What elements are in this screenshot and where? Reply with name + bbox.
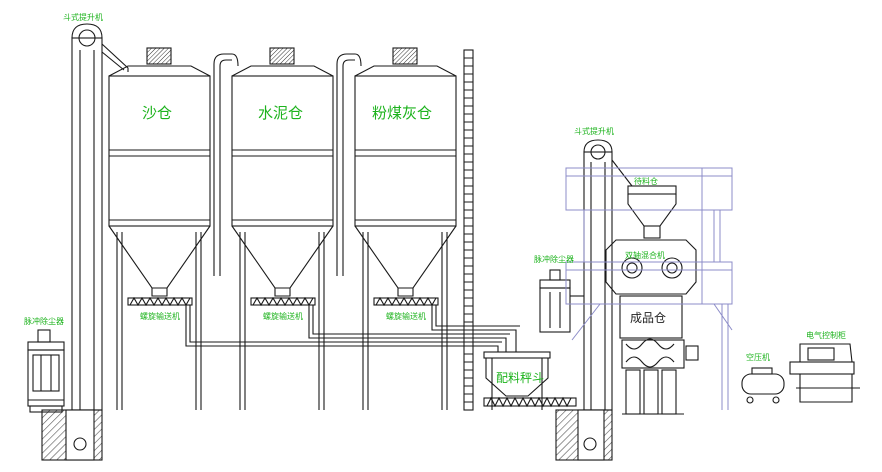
bucket-elevator-left [41,23,129,461]
dust-collector-left [27,329,65,413]
label-silo-cement: 水泥仓 [258,104,304,122]
bucket-elevator-right [555,139,633,461]
silo-sand [108,47,211,410]
screw-conveyors [127,296,520,352]
label-screw-2: 螺旋输送机 [263,312,303,321]
label-screw-1: 螺旋输送机 [140,312,180,321]
silo-cement [231,47,334,410]
label-buffer-bin: 待料仓 [634,177,658,186]
label-compressor: 空压机 [746,353,770,362]
control-cabinet [789,343,860,403]
label-batch-hopper: 配料秤斗 [496,371,545,385]
air-compressor [741,367,785,404]
steel-frame [565,167,733,410]
label-control: 电气控制柜 [806,331,846,340]
mixer-tower [605,185,699,415]
dust-collector-right [539,269,584,333]
label-silo-sand: 沙仓 [142,104,173,122]
silo-flyash [354,47,457,410]
label-dust-left: 脉冲除尘器 [24,317,64,326]
label-elevator-right: 斗式提升机 [574,127,614,136]
label-mixer: 双轴混合机 [625,251,665,260]
label-elevator-left: 斗式提升机 [63,13,103,22]
label-screw-3: 螺旋输送机 [386,312,426,321]
brick-wall [463,49,474,411]
label-product-bin: 成品仓 [630,311,667,325]
label-dust-right: 脉冲除尘器 [534,255,574,264]
label-silo-flyash: 粉煤灰仓 [372,104,433,122]
vent-pipes [213,53,362,276]
batch-hopper [483,351,577,410]
